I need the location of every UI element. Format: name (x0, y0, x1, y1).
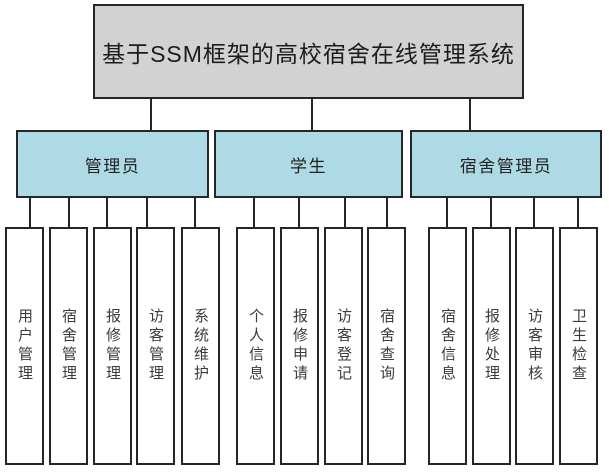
leaf-node-repair-management: 报修管理 (93, 227, 132, 465)
branch-label: 宿舍管理员 (459, 156, 553, 176)
leaf-label: 访客审核 (526, 308, 543, 384)
leaf-node-visitor-registration: 访客登记 (324, 227, 363, 465)
leaf-node-repair-handling: 报修处理 (472, 227, 511, 465)
leaf-label: 报修申请 (291, 308, 308, 384)
branch-node-student: 学生 (214, 130, 403, 198)
leaf-label: 宿舍管理 (60, 308, 77, 384)
leaf-label: 报修管理 (104, 308, 121, 384)
leaf-node-dorm-query: 宿舍查询 (367, 227, 406, 465)
leaf-node-personal-info: 个人信息 (236, 227, 275, 465)
branch-node-dorm-administrator: 宿舍管理员 (410, 130, 602, 198)
leaf-label: 个人信息 (247, 308, 264, 384)
leaf-node-repair-request: 报修申请 (280, 227, 319, 465)
root-node-system-title: 基于SSM框架的高校宿舍在线管理系统 (93, 4, 524, 99)
leaf-node-visitor-review: 访客审核 (515, 227, 554, 465)
system-title-label: 基于SSM框架的高校宿舍在线管理系统 (102, 40, 515, 67)
leaf-node-user-management: 用户管理 (5, 227, 44, 465)
leaf-node-dorm-management: 宿舍管理 (49, 227, 88, 465)
leaf-node-system-maintenance: 系统维护 (181, 227, 220, 465)
leaf-label: 访客登记 (335, 308, 352, 384)
branch-label: 学生 (290, 156, 327, 176)
leaf-label: 宿舍查询 (378, 308, 395, 384)
leaf-label: 卫生检查 (570, 308, 587, 384)
leaf-label: 访客管理 (147, 308, 164, 384)
leaf-label: 宿舍信息 (439, 308, 456, 384)
leaf-node-hygiene-inspection: 卫生检查 (559, 227, 598, 465)
leaf-label: 报修处理 (483, 308, 500, 384)
leaf-label: 用户管理 (16, 308, 33, 384)
leaf-node-visitor-management: 访客管理 (136, 227, 175, 465)
branch-node-administrator: 管理员 (16, 130, 209, 198)
leaf-node-dorm-info: 宿舍信息 (428, 227, 467, 465)
leaf-label: 系统维护 (192, 308, 209, 384)
branch-label: 管理员 (84, 156, 141, 176)
